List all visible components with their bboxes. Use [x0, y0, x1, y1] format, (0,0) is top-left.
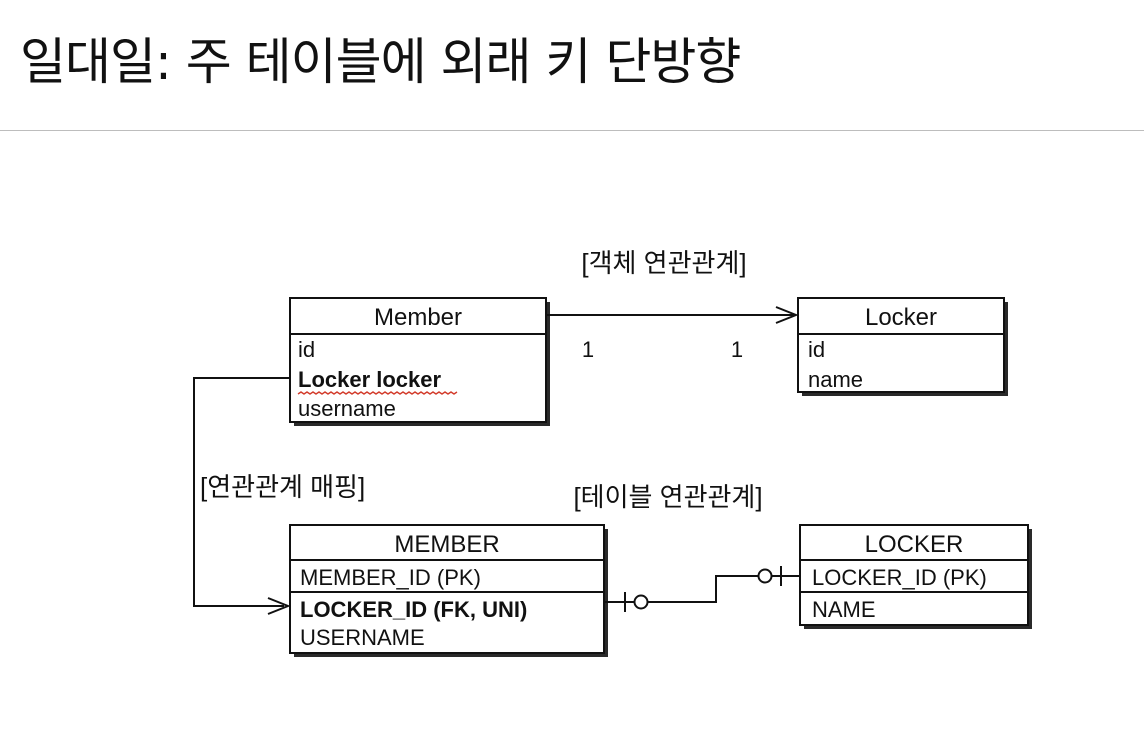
member-column-member-id: MEMBER_ID (PK) — [300, 565, 481, 590]
mapping-label: [연관관계 매핑] — [200, 472, 365, 502]
locker-entity: Locker id name — [797, 297, 1008, 396]
mapping-connector-arrowhead — [267, 597, 291, 615]
member-column-locker-id: LOCKER_ID (FK, UNI) — [300, 597, 527, 622]
object-association-arrow — [546, 306, 799, 324]
multiplicity-member-side: 1 — [582, 337, 594, 362]
member-entity: Member id Locker locker username — [289, 297, 550, 426]
object-association-arrowhead — [775, 306, 799, 324]
table-relationship-label: [테이블 연관관계] — [573, 482, 762, 512]
locker-field-id: id — [808, 337, 825, 362]
multiplicity-locker-side: 1 — [731, 337, 743, 362]
object-relationship-label: [객체 연관관계] — [581, 248, 746, 278]
member-field-username: username — [298, 396, 396, 421]
mapping-connector — [193, 377, 291, 615]
member-side-zero-circle — [633, 594, 649, 610]
member-field-locker: Locker locker — [298, 367, 442, 392]
locker-entity-box — [797, 297, 1005, 393]
locker-field-name: name — [808, 367, 863, 392]
member-field-locker-spellcheck-underline — [297, 391, 458, 395]
member-entity-name: Member — [374, 304, 462, 331]
locker-column-name: NAME — [812, 597, 876, 622]
member-column-username: USERNAME — [300, 625, 425, 650]
member-field-id: id — [298, 337, 315, 362]
locker-table-box — [799, 524, 1029, 626]
mapping-connector-line — [193, 377, 290, 607]
member-table-name: MEMBER — [394, 531, 499, 558]
member-table-box — [289, 524, 605, 654]
member-table: MEMBER MEMBER_ID (PK) LOCKER_ID (FK, UNI… — [289, 524, 608, 657]
locker-column-locker-id: LOCKER_ID (PK) — [812, 565, 987, 590]
locker-table-name: LOCKER — [865, 531, 964, 558]
locker-entity-name: Locker — [865, 304, 937, 331]
member-entity-box — [289, 297, 547, 423]
slide-title: 일대일: 주 테이블에 외래 키 단방향 — [20, 33, 741, 91]
table-relationship-connector — [604, 566, 800, 612]
locker-side-zero-circle — [757, 568, 773, 584]
locker-table: LOCKER LOCKER_ID (PK) NAME — [799, 524, 1032, 629]
title-divider — [0, 130, 1144, 131]
